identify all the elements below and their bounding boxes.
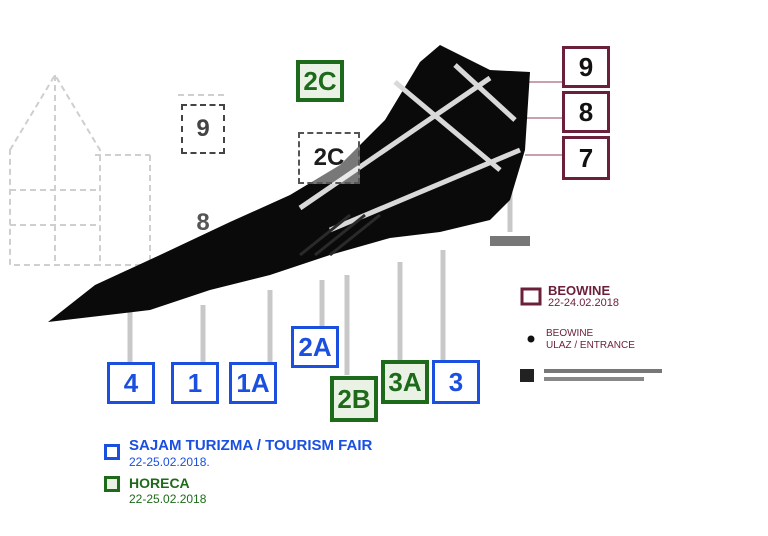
pavilion-hatching	[299, 213, 381, 257]
hall-1a[interactable]: 1A	[229, 362, 277, 404]
horeca-legend-title: HORECA	[129, 475, 190, 491]
beowine-legend-square	[520, 287, 542, 306]
tourism-legend-title: SAJAM TURIZMA / TOURISM FAIR	[129, 437, 373, 454]
tourism-legend-date: 22-25.02.2018.	[129, 455, 210, 469]
dark-legend-square	[520, 369, 534, 382]
hall-2c[interactable]: 2C	[296, 60, 344, 102]
entrance-legend-title: BEOWINE	[546, 328, 594, 339]
hall-7-9-leaders	[525, 81, 562, 156]
entrance-marker	[490, 236, 530, 246]
hall-1[interactable]: 1	[171, 362, 219, 404]
hall-9[interactable]: 9	[562, 46, 610, 88]
hall-8[interactable]: 8	[562, 91, 610, 133]
horeca-legend-date: 22-25.02.2018	[129, 492, 207, 506]
hall-8-ghost: 8	[196, 208, 210, 236]
horeca-legend-square	[104, 476, 120, 492]
pavilion-complex	[48, 45, 530, 322]
hall-2a[interactable]: 2A	[291, 326, 339, 368]
hall-9-ghost: 9	[181, 104, 225, 154]
hall-2b[interactable]: 2B	[330, 376, 378, 422]
hall-2c-ghost: 2C	[298, 132, 360, 184]
hall-7[interactable]: 7	[562, 136, 610, 180]
beowine-legend-title: BEOWINE	[548, 283, 611, 298]
hall-3a[interactable]: 3A	[381, 360, 429, 404]
hall-4[interactable]: 4	[107, 362, 155, 404]
tourism-legend-square	[104, 444, 120, 460]
hall-3[interactable]: 3	[432, 360, 480, 404]
beowine-legend-date: 22-24.02.2018	[548, 297, 619, 309]
entrance-dot-icon	[527, 335, 535, 343]
entrance-legend-subtitle: ULAZ / ENTRANCE	[546, 340, 635, 351]
